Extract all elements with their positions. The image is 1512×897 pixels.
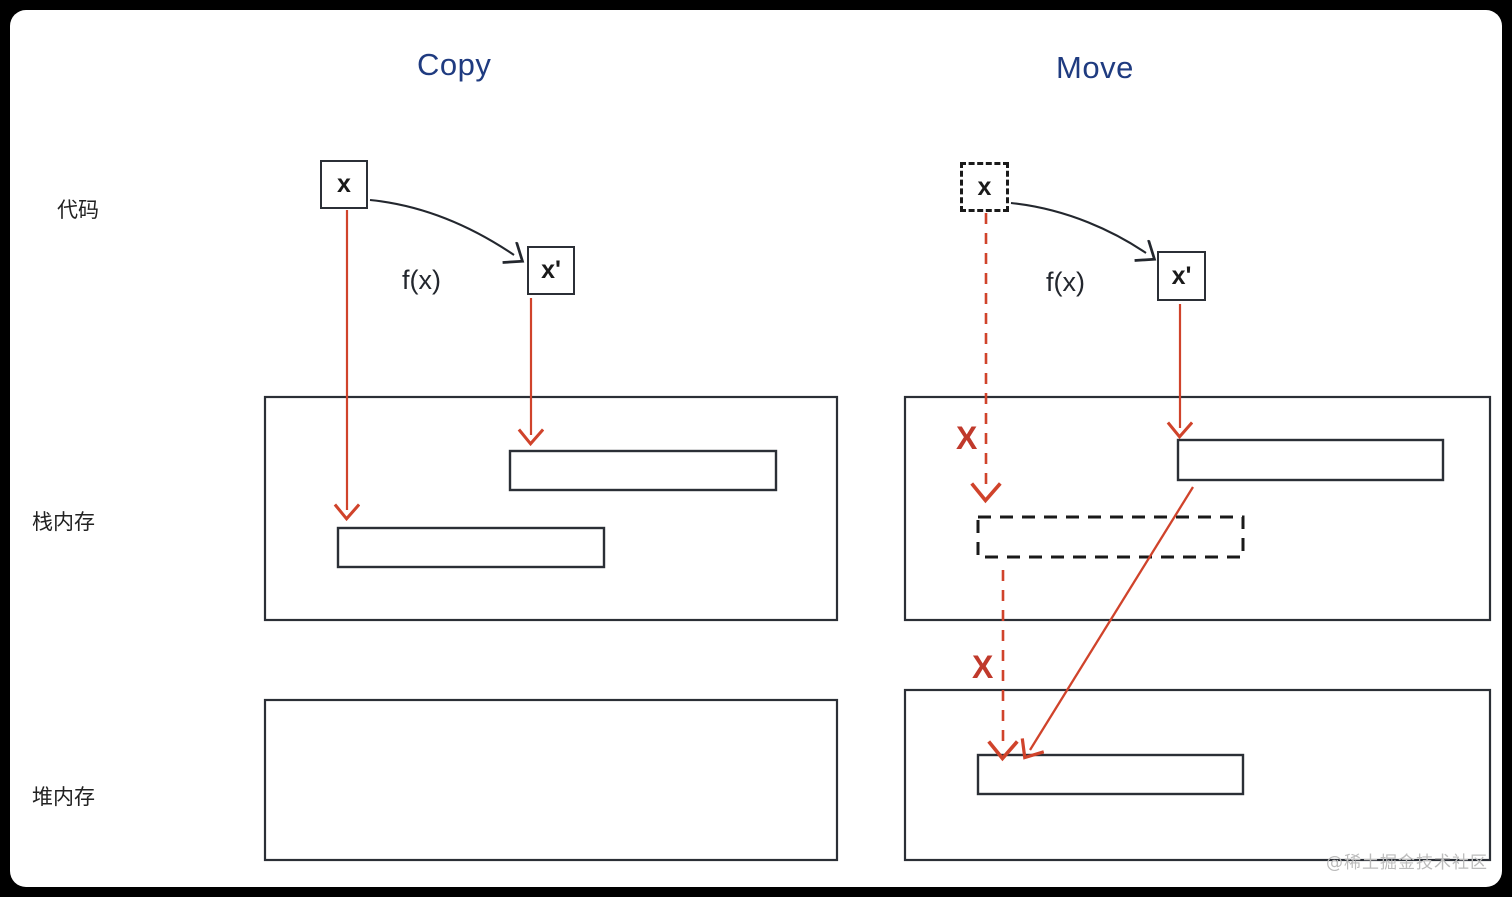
move-heap-invalid-mark: X [972,649,994,685]
copy-function-label: f(x) [402,265,441,295]
column-title-move: Move [1056,50,1134,85]
copy-stack-slot-top [508,449,778,492]
move-function-arrow [1010,201,1146,253]
diagram-vector-layer [263,198,1492,862]
copy-heap-container [263,698,839,862]
row-label-heap: 堆内存 [32,785,95,809]
copy-source-variable-box: x [320,160,368,209]
move-result-variable-box: x' [1157,251,1206,301]
move-function-label: f(x) [1046,267,1085,297]
move-stack-invalid-mark: X [956,420,978,456]
copy-stack-slot-bottom [336,526,606,569]
move-stack-slot-freed [976,515,1245,559]
move-heap-slot [976,753,1245,796]
column-title-copy: Copy [417,47,492,82]
move-stack-slot-right [1176,438,1445,482]
row-label-stack: 栈内存 [32,510,95,534]
move-stack-container [903,395,1492,622]
copy-function-arrow [369,198,514,255]
move-source-variable-box: x [960,162,1009,212]
watermark: @稀土掘金技术社区 [1326,853,1488,873]
move-stack-to-heap-arrow [1030,486,1194,750]
move-heap-container [903,688,1492,862]
copy-stack-container [263,395,839,622]
copy-result-variable-box: x' [527,246,575,295]
row-label-code: 代码 [57,198,99,222]
diagram-canvas: Copy Move 代码 栈内存 堆内存 x x' f(x) x x' f(x)… [10,10,1502,887]
